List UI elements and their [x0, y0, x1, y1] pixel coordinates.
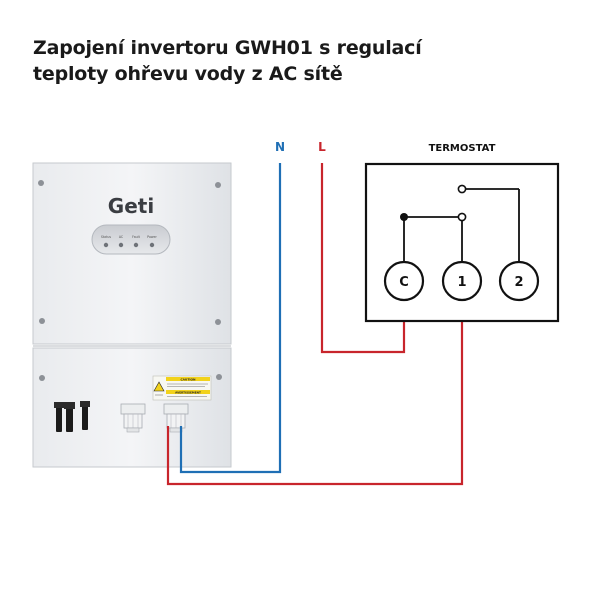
terminal-1 [441, 260, 483, 302]
screw-icon [215, 319, 221, 325]
live-label: L [318, 140, 326, 154]
indicator-label-power: Power [147, 235, 157, 239]
diagram-title-line-2: teploty ohřevu vody z AC sítě [33, 63, 343, 85]
contact-two-icon [457, 184, 467, 194]
cable-gland-right [163, 403, 189, 433]
neutral-wire [179, 163, 282, 474]
dc-connectors [54, 401, 90, 432]
cable-gland-left [120, 403, 146, 433]
indicator-label-status: Status [101, 235, 111, 239]
thermostat-label: TERMOSTAT [429, 143, 496, 154]
indicator-label-fault: Fault [132, 235, 140, 239]
switched-wire-to-inverter [166, 299, 464, 486]
switch-pivot-icon [400, 213, 408, 221]
caution-heading: CAUTION [180, 377, 196, 381]
screw-icon [39, 375, 45, 381]
screw-icon [38, 180, 44, 186]
status-led-icon [103, 242, 109, 248]
screw-icon [39, 318, 45, 324]
indicator-panel [91, 224, 171, 255]
contact-one-icon [457, 212, 467, 222]
thermostat-box: C 1 2 [364, 162, 560, 323]
ac-led-icon [118, 242, 124, 248]
terminal-2 [498, 260, 540, 302]
fault-led-icon [133, 242, 139, 248]
terminal-1-label: 1 [457, 275, 466, 290]
live-wire-to-thermostat [320, 163, 406, 354]
neutral-label: N [275, 140, 285, 154]
power-led-icon [149, 242, 155, 248]
inverter-brand-logo: Geti [108, 194, 154, 218]
diagram-title-line-1: Zapojení invertoru GWH01 s regulací [33, 37, 422, 59]
warning-triangle-icon [153, 381, 165, 392]
screw-icon [216, 374, 222, 380]
screw-icon [215, 182, 221, 188]
warning-heading: AVERTISSEMENT [175, 390, 201, 394]
terminal-2-label: 2 [514, 275, 523, 290]
terminal-c [383, 260, 425, 302]
inverter-unit: Geti Status AC Fault Power CAUTION AVERT… [32, 162, 232, 468]
indicator-label-ac: AC [119, 235, 124, 239]
terminal-c-label: C [399, 275, 409, 290]
caution-sticker: CAUTION AVERTISSEMENT [152, 375, 212, 401]
